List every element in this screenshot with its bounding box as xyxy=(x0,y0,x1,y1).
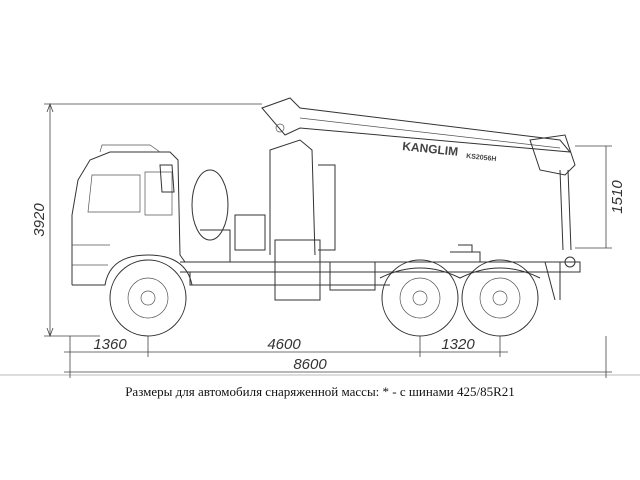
crane: KANGLIM KS2056H xyxy=(261,97,576,268)
chassis-frame xyxy=(180,169,581,301)
caption: Размеры для автомобиля снаряженной массы… xyxy=(125,384,515,399)
front-wheel xyxy=(109,259,187,337)
divider xyxy=(0,374,640,376)
dimension-lines xyxy=(44,102,612,378)
dimension-wheelbase: 4600 xyxy=(267,336,301,353)
dimension-overall-length: 8600 xyxy=(293,356,327,373)
cab xyxy=(71,144,193,286)
brand-logo: KANGLIM xyxy=(402,139,459,159)
rear-wheel-1 xyxy=(381,259,459,337)
dimension-boom-height: 1510 xyxy=(609,180,626,214)
rear-wheel-2 xyxy=(461,259,539,337)
dimension-overall-height: 3920 xyxy=(31,203,48,237)
model-plate: KS2056H xyxy=(466,153,497,163)
dimension-front-overhang: 1360 xyxy=(93,336,127,353)
dimension-rear-axle-spacing: 1320 xyxy=(441,336,475,353)
